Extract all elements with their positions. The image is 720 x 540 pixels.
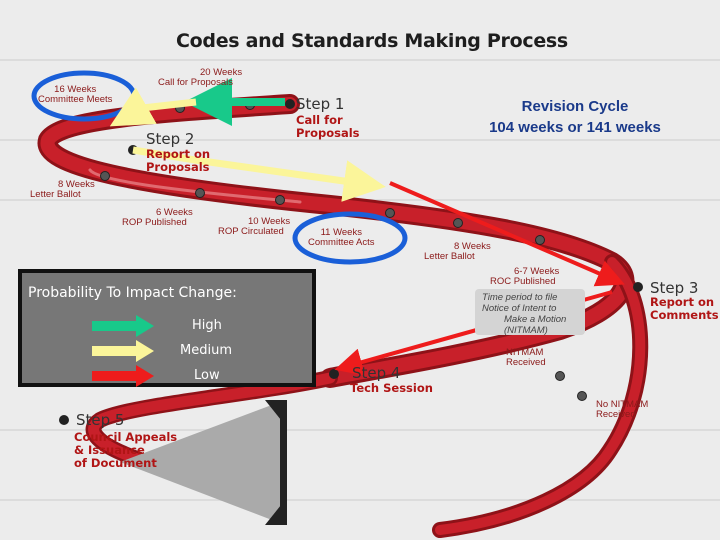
legend-item-medium: Medium: [92, 340, 292, 362]
milestone-weeks: 8 Weeks: [454, 241, 491, 252]
milestone-16-weeks: 16 Weeks Committee Meets: [38, 85, 112, 105]
step-2-line: Report on: [146, 147, 211, 161]
milestone-event: Received: [596, 409, 636, 420]
milestone-20-weeks: 20 Weeks Call for Proposals: [158, 67, 243, 88]
gray-triangle: [120, 400, 287, 525]
step-1-line: Proposals: [296, 126, 360, 140]
step-3-label: Step 3: [650, 279, 699, 297]
milestone-event: ROP Circulated: [218, 226, 284, 237]
milestone-weeks: 20 Weeks: [200, 67, 243, 78]
nitmam-note-line: Notice of Intent to: [482, 303, 557, 314]
step-5-line: & Issuance: [74, 443, 145, 457]
nitmam-note-line: (NITMAM): [504, 325, 548, 336]
milestone-event: Letter Ballot: [30, 189, 81, 200]
milestone-event: Committee Meets: [38, 94, 113, 105]
milestone-8-weeks-b: 8 Weeks Letter Ballot: [424, 242, 491, 262]
milestone-weeks: 6-7 Weeks: [514, 266, 560, 277]
revision-cycle-line2: 104 weeks or 141 weeks: [489, 119, 661, 136]
milestone-8-weeks-a: 8 Weeks Letter Ballot: [30, 180, 95, 200]
step-4-description: Tech Session: [350, 382, 433, 395]
milestone-event: ROC Published: [490, 276, 556, 287]
step-1-label: Step 1: [296, 95, 345, 113]
step-5-line: Council Appeals: [74, 430, 178, 444]
step-3-line: Report on: [650, 295, 715, 309]
nitmam-note-box: [475, 289, 585, 335]
red-arrow-icon: [92, 365, 154, 387]
legend-label-medium: Medium: [180, 343, 232, 358]
milestone-event: Call for Proposals: [158, 77, 233, 88]
step-5-line: of Document: [74, 456, 157, 470]
milestone-weeks: NITMAM: [506, 347, 544, 358]
milestone-event: Received: [506, 357, 546, 368]
medium-impact-arrow-2: [132, 146, 386, 202]
step-2-line: Proposals: [146, 160, 210, 174]
step-3-line: Comments: [650, 308, 719, 322]
milestone-no-nitmam: No NITMAM Received: [596, 400, 648, 420]
milestone-weeks: 16 Weeks: [54, 84, 97, 95]
step-4-line: Tech Session: [350, 381, 433, 395]
yellow-arrow-icon: [92, 340, 154, 362]
milestone-event: Committee Acts: [308, 237, 375, 248]
milestone-weeks: No NITMAM: [596, 399, 649, 410]
milestone-10-weeks: 10 Weeks ROP Circulated: [218, 217, 290, 237]
step-4-label: Step 4: [352, 364, 401, 382]
milestone-6-7-weeks: 6-7 Weeks ROC Published: [490, 267, 559, 287]
legend-label-high: High: [192, 318, 222, 333]
step-1-description: Call for Proposals: [296, 114, 360, 140]
milestone-event: Letter Ballot: [424, 251, 475, 262]
legend-title: Probability To Impact Change:: [28, 285, 237, 301]
milestone-nitmam: NITMAM Received: [506, 348, 546, 368]
medium-impact-arrow-1: [109, 87, 197, 127]
low-impact-arrow-1: [389, 181, 625, 287]
impact-legend: Probability To Impact Change: High Mediu…: [18, 269, 316, 387]
revision-cycle-line1: Revision Cycle: [521, 98, 629, 115]
legend-item-high: High: [92, 315, 292, 337]
nitmam-note-line: Make a Motion: [504, 314, 567, 325]
page-title: Codes and Standards Making Process: [176, 30, 568, 52]
nitmam-note: Time period to file Notice of Intent to …: [482, 292, 566, 336]
milestone-11-weeks: 11 Weeks Committee Acts: [308, 228, 375, 248]
milestone-event: ROP Published: [122, 217, 187, 228]
milestone-weeks: 6 Weeks: [156, 207, 193, 218]
milestone-weeks: 10 Weeks: [248, 216, 291, 227]
legend-item-low: Low: [92, 365, 292, 387]
milestone-6-weeks: 6 Weeks ROP Published: [122, 208, 193, 228]
milestone-weeks: 8 Weeks: [58, 179, 95, 190]
step-3-description: Report on Comments: [650, 296, 719, 322]
milestone-weeks: 11 Weeks: [320, 227, 362, 238]
revision-cycle: Revision Cycle 104 weeks or 141 weeks: [455, 96, 695, 138]
step-2-description: Report on Proposals: [146, 148, 210, 174]
step-2-label: Step 2: [146, 130, 195, 148]
legend-label-low: Low: [194, 368, 220, 383]
step-5-description: Council Appeals & Issuance of Document: [74, 431, 177, 470]
highlight-circle-committee-acts: [292, 211, 408, 265]
step-5-label: Step 5: [76, 411, 125, 429]
nitmam-note-line: Time period to file: [482, 292, 558, 303]
green-arrow-icon: [92, 315, 154, 337]
step-1-line: Call for: [296, 113, 343, 127]
